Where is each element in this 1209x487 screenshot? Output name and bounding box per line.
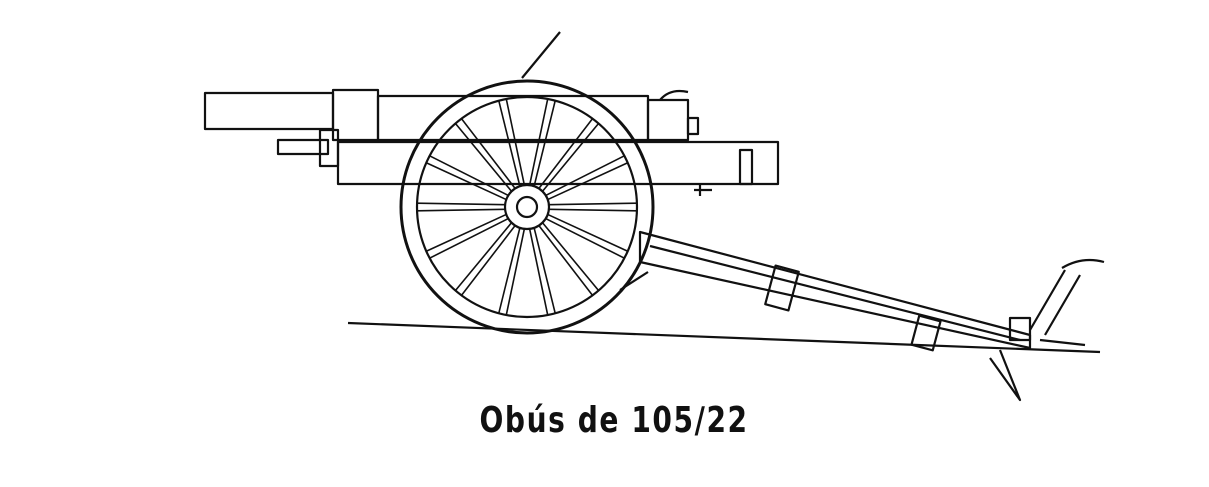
wheel-spoke [425,162,507,201]
wheel-spoke [538,225,594,296]
barrel [203,88,700,142]
wheel-spoke [454,222,513,292]
wheel-spoke [528,98,549,186]
wheel-spoke [498,227,521,314]
wheel-spoke [505,228,526,316]
wheel-spoke [528,228,549,316]
wheel-spoke [533,100,556,187]
wheel-spoke [545,155,625,197]
wheel-spoke [429,217,509,259]
ground-line [347,321,1101,354]
wheel-spoke [425,213,507,252]
wheel [399,79,655,335]
wheel-spoke [548,208,637,212]
wheel-spoke [545,217,625,259]
wheel-spoke [541,122,600,192]
cradle [276,128,780,196]
wheel-spoke [547,213,629,252]
wheel-spoke [417,202,506,206]
wheel-spoke [533,227,556,314]
wheel-spoke [460,225,516,296]
wheel-spoke [548,202,637,206]
wheel-spoke [498,100,521,187]
shield-edge [521,31,561,79]
wheel-spoke [454,122,513,192]
wheel-spoke [505,98,526,186]
wheel-spoke [538,118,594,189]
wheel-spoke [429,155,509,197]
caption: Obús de 105/22 [479,400,749,441]
wheel-spoke [417,208,506,212]
wheel-spoke [460,118,516,189]
wheel-spoke [547,162,629,201]
trail [619,230,1105,402]
wheel-spoke [541,222,600,292]
